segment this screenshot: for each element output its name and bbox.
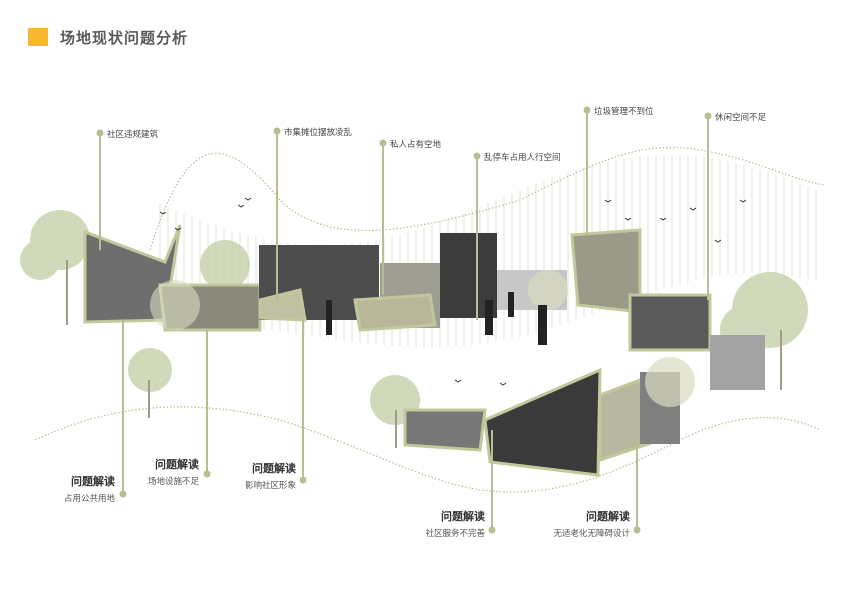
interpretation-block: 问题解读 无适老化无障碍设计 [553, 508, 630, 539]
issue-label: 私人占有空地 [390, 140, 442, 150]
interpretation-text: 社区服务不完善 [425, 529, 485, 539]
highlight-circle [528, 270, 568, 310]
interpretation-heading: 问题解读 [586, 510, 630, 523]
interpretation-block: 问题解读 社区服务不完善 [425, 508, 485, 539]
issue-label: 垃圾管理不到位 [594, 107, 654, 117]
issue-label: 休闲空间不足 [715, 113, 767, 123]
interpretation-text: 影响社区形象 [244, 481, 296, 491]
page-title: 场地现状问题分析 [60, 29, 189, 47]
highlight-circle [645, 357, 695, 407]
interpretation-heading: 问题解读 [252, 462, 296, 475]
highlight-circle [150, 280, 200, 330]
interpretation-block: 问题解读 场地设施不足 [148, 456, 199, 487]
interpretation-heading: 问题解读 [155, 458, 199, 471]
interpretation-block: 问题解读 影响社区形象 [245, 460, 296, 491]
photo-collage [83, 224, 765, 477]
interpretation-text: 占用公共用地 [63, 494, 115, 504]
trees [20, 210, 808, 448]
issue-label: 乱停车占用人行空间 [484, 153, 561, 163]
interpretation-heading: 问题解读 [71, 475, 115, 488]
interpretation-heading: 问题解读 [441, 510, 485, 523]
issue-label: 市集摊位摆放凌乱 [284, 128, 353, 138]
issue-label: 社区违规建筑 [107, 130, 159, 140]
title-accent-square [28, 28, 48, 46]
people [326, 292, 547, 345]
interpretation-block: 问题解读 占用公共用地 [64, 473, 115, 504]
birds [159, 197, 747, 386]
leader-lines [96, 106, 712, 534]
interpretation-text: 无适老化无障碍设计 [553, 529, 630, 539]
interpretation-text: 场地设施不足 [147, 477, 199, 487]
